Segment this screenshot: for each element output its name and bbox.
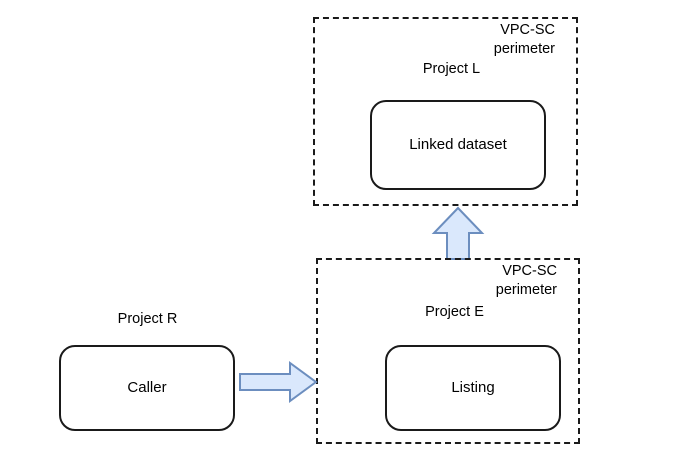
project-label-r: Project R <box>117 311 178 327</box>
arrow-caller-to-listing <box>239 361 318 403</box>
arrow-listing-to-linked-dataset <box>431 206 485 260</box>
project-label-l: Project L <box>422 61 481 77</box>
node-linked-dataset-label: Linked dataset <box>409 136 507 153</box>
perimeter-label-project-l: VPC-SC perimeter <box>493 22 555 57</box>
vpc-sc-perimeter-project-e <box>316 258 580 444</box>
node-caller-label: Caller <box>127 379 167 396</box>
project-label-e: Project E <box>425 304 484 320</box>
vpc-sc-perimeter-project-l <box>313 17 578 206</box>
node-caller[interactable]: Caller <box>59 345 235 431</box>
node-linked-dataset[interactable]: Linked dataset <box>370 100 546 190</box>
perimeter-label-project-e: VPC-SC perimeter <box>495 263 557 298</box>
node-listing[interactable]: Listing <box>385 345 561 431</box>
node-listing-label: Listing <box>451 379 495 396</box>
